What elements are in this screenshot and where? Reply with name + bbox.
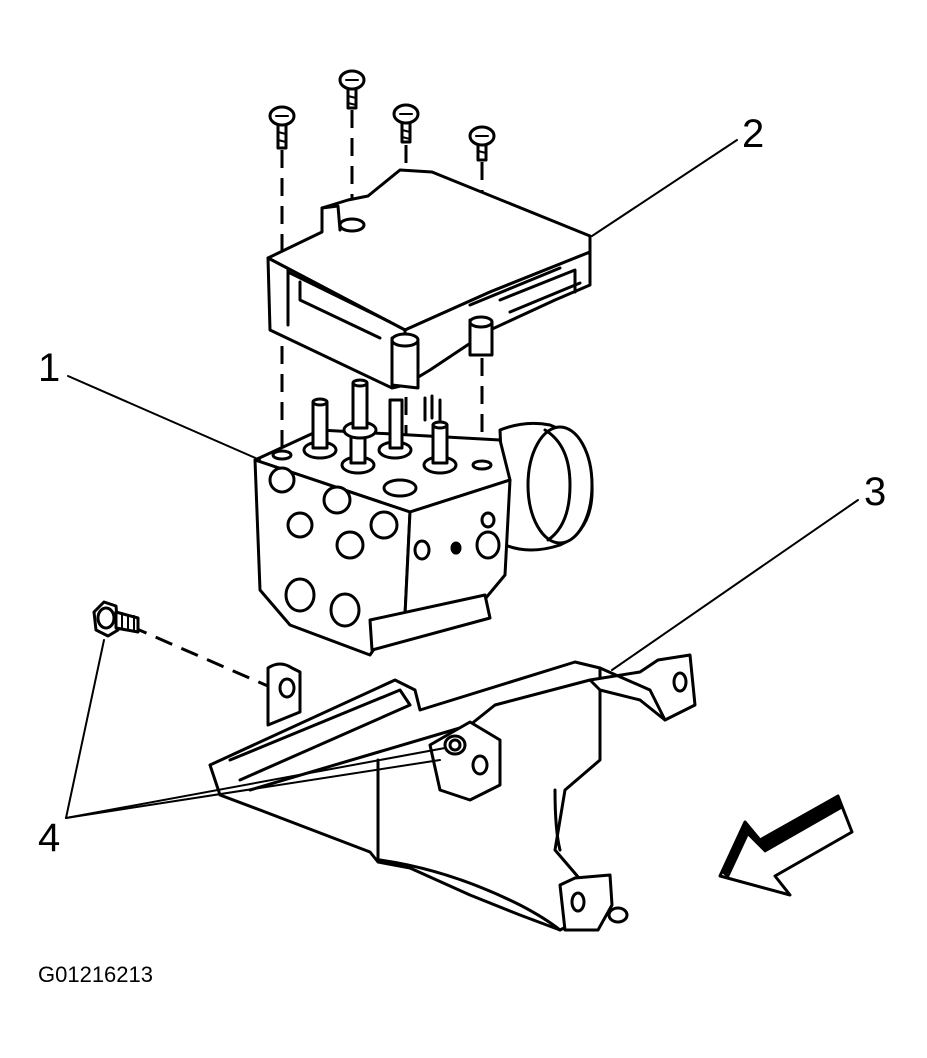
front-direction-arrow-icon [718,794,854,897]
bolt [92,600,140,638]
screw-2 [338,69,366,110]
screw-1 [268,105,296,150]
callout-3: 3 [864,470,887,514]
hydraulic-modulator [253,378,594,657]
mounting-bracket [208,653,697,932]
valve-stems [302,378,458,498]
callout-2: 2 [742,112,765,156]
control-module [266,168,592,390]
screw-3 [392,103,420,144]
callout-1: 1 [38,346,61,390]
leader-lines [65,139,859,819]
screw-4 [468,125,496,162]
callout-4: 4 [38,816,61,860]
figure-id: G01216213 [38,962,153,987]
screw-group-top [268,69,496,162]
